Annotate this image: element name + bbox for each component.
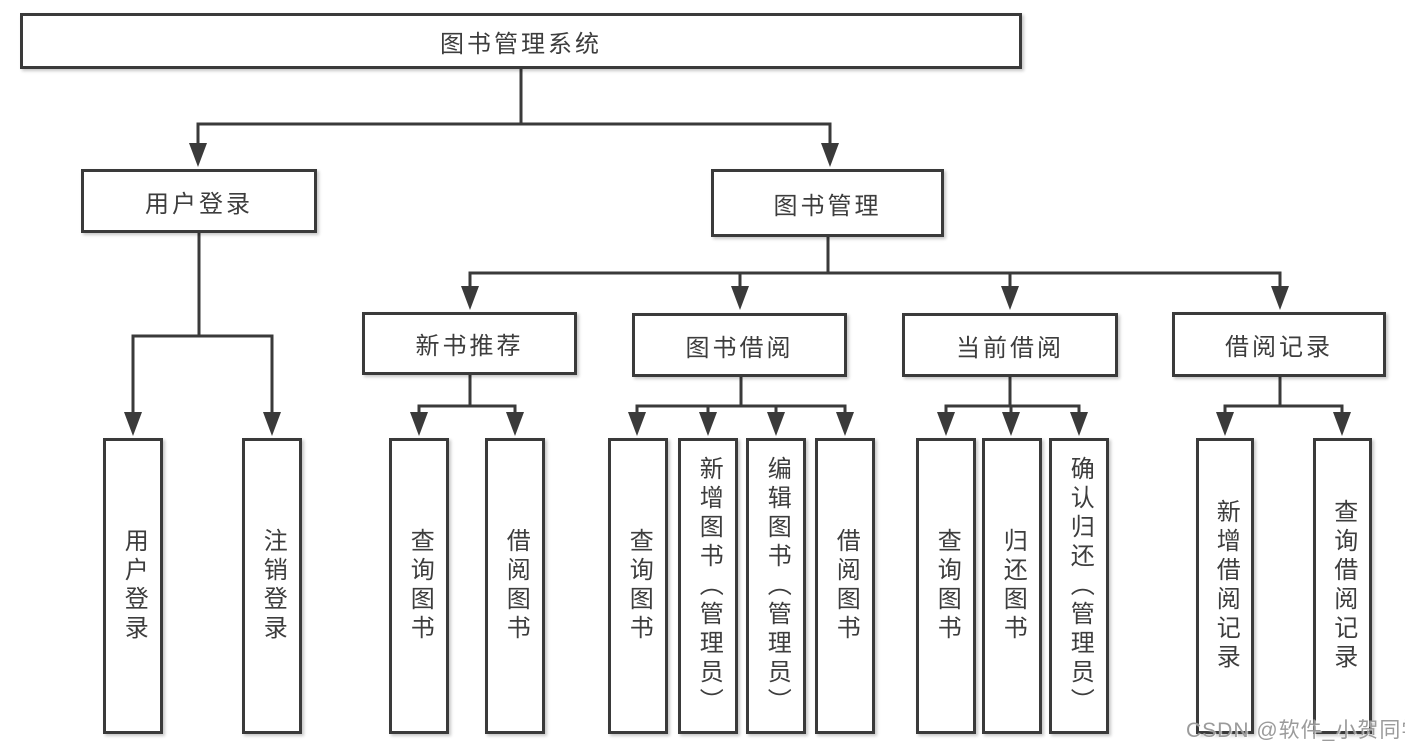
leaf-br-query-record: 查询借阅记录 (1313, 438, 1372, 734)
node-label: 归还图书 (999, 528, 1027, 644)
watermark: CSDN @软件_小贺同学 (1186, 719, 1405, 742)
leaf-bb-add-books: 新增图书（管理员） (678, 438, 738, 734)
node-label: 新增借阅记录 (1212, 499, 1240, 673)
node-label: 借阅图书 (502, 528, 530, 644)
node-label: 借阅记录 (1225, 334, 1333, 361)
leaf-cb-query-books: 查询图书 (916, 438, 976, 734)
node-label: 查询图书 (933, 528, 961, 644)
node-label: 新增图书（管理员） (695, 455, 723, 717)
node-new-book-recommend: 新书推荐 (362, 312, 577, 375)
node-label: 查询借阅记录 (1329, 499, 1357, 673)
node-book-management: 图书管理 (711, 169, 944, 237)
node-user-login: 用户登录 (81, 169, 317, 233)
node-label: 确认归还（管理员） (1066, 455, 1094, 717)
node-label: 注销登录 (259, 528, 287, 644)
node-library-system: 图书管理系统 (20, 13, 1022, 69)
leaf-nb-query-books: 查询图书 (389, 438, 449, 734)
node-label: 图书管理系统 (440, 30, 602, 58)
node-book-borrowing: 图书借阅 (632, 313, 847, 377)
leaf-logout: 注销登录 (242, 438, 302, 734)
leaf-cb-return-books: 归还图书 (982, 438, 1042, 734)
node-label: 用户登录 (145, 190, 253, 218)
node-label: 用户登录 (120, 528, 148, 644)
node-label: 图书借阅 (685, 334, 794, 362)
leaf-cb-confirm-return: 确认归还（管理员） (1049, 438, 1109, 734)
node-label: 查询图书 (406, 528, 434, 644)
node-label: 图书管理 (773, 192, 882, 220)
node-label: 当前借阅 (956, 334, 1064, 362)
leaf-bb-query-books: 查询图书 (608, 438, 668, 734)
node-label: 借阅图书 (832, 528, 860, 644)
leaf-nb-borrow-books: 借阅图书 (485, 438, 545, 734)
node-borrowing-records: 借阅记录 (1172, 312, 1386, 377)
leaf-bb-edit-books: 编辑图书（管理员） (746, 438, 806, 734)
node-label: 查询图书 (625, 528, 653, 644)
node-current-borrowing: 当前借阅 (902, 313, 1118, 377)
node-label: 新书推荐 (415, 333, 524, 360)
node-label: 编辑图书（管理员） (763, 455, 791, 717)
leaf-br-add-record: 新增借阅记录 (1196, 438, 1254, 734)
leaf-user-login: 用户登录 (103, 438, 163, 734)
leaf-bb-borrow-books: 借阅图书 (815, 438, 875, 734)
